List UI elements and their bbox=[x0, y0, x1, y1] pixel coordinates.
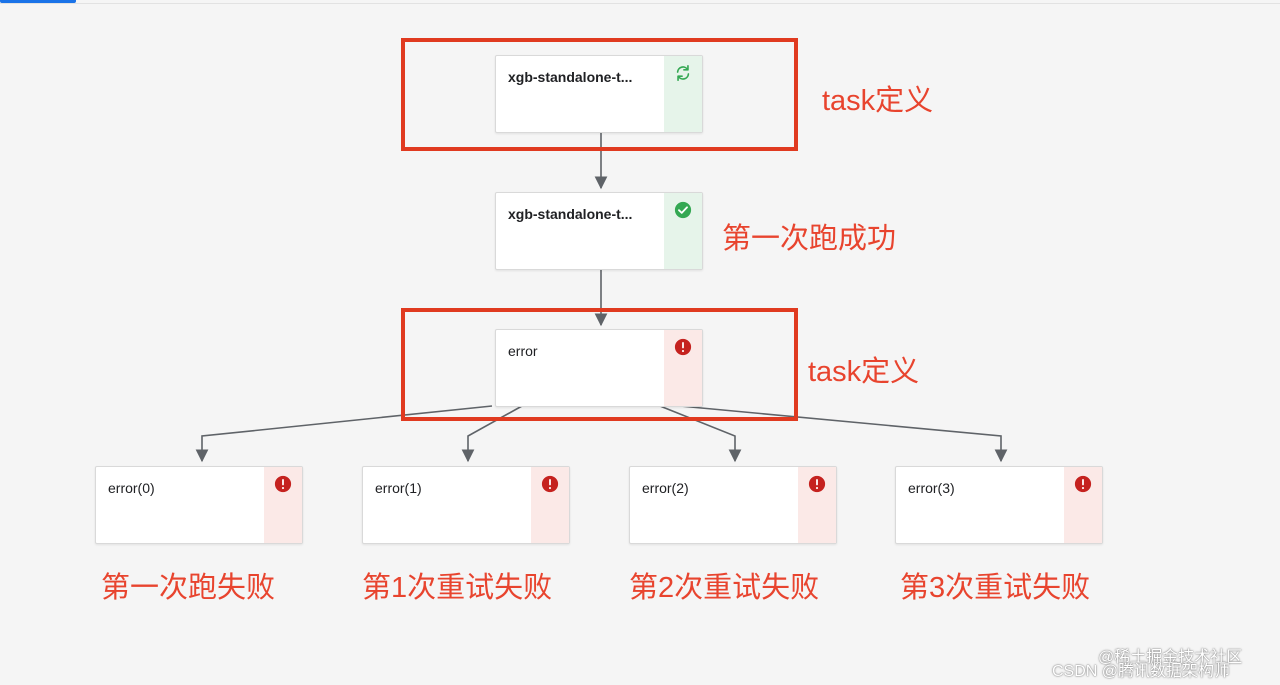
status-strip bbox=[1064, 467, 1102, 543]
watermark-csdn: CSDN @腾讯数据架构师 bbox=[1052, 663, 1231, 680]
active-tab-indicator[interactable] bbox=[0, 0, 76, 3]
annotation-fail-3: 第3次重试失败 bbox=[900, 572, 1091, 604]
edge-error-to-error3 bbox=[679, 405, 1008, 463]
node-label: error(1) bbox=[375, 480, 422, 496]
node-first-run[interactable]: xgb-standalone-t... bbox=[495, 192, 703, 270]
status-strip bbox=[664, 193, 702, 269]
status-strip bbox=[531, 467, 569, 543]
edge-error-to-error2 bbox=[659, 405, 742, 463]
error-circle-icon bbox=[674, 338, 692, 356]
node-error-1[interactable]: error(1) bbox=[362, 466, 570, 544]
status-strip bbox=[664, 330, 702, 406]
edge-error-to-error1 bbox=[461, 405, 523, 463]
node-error[interactable]: error bbox=[495, 329, 703, 407]
node-label: error(0) bbox=[108, 480, 155, 496]
node-error-2[interactable]: error(2) bbox=[629, 466, 837, 544]
error-circle-icon bbox=[541, 475, 559, 493]
annotation-fail-1: 第1次重试失败 bbox=[362, 572, 553, 604]
annotation-task-definition-mid: task定义 bbox=[808, 356, 920, 388]
watermark-juejin: @稀土掘金技术社区 bbox=[1098, 649, 1243, 666]
node-error-3[interactable]: error(3) bbox=[895, 466, 1103, 544]
error-circle-icon bbox=[808, 475, 826, 493]
node-label: xgb-standalone-t... bbox=[508, 206, 633, 222]
annotation-first-success: 第一次跑成功 bbox=[722, 223, 897, 255]
node-label: error(2) bbox=[642, 480, 689, 496]
error-circle-icon bbox=[1074, 475, 1092, 493]
annotation-fail-2: 第2次重试失败 bbox=[629, 572, 820, 604]
highlight-box-error bbox=[401, 308, 798, 421]
edge-error-to-error0 bbox=[195, 405, 493, 463]
status-strip bbox=[798, 467, 836, 543]
error-circle-icon bbox=[274, 475, 292, 493]
refresh-icon bbox=[676, 64, 690, 82]
highlight-box-task-definition bbox=[401, 38, 798, 151]
node-error-0[interactable]: error(0) bbox=[95, 466, 303, 544]
node-task-definition[interactable]: xgb-standalone-t... bbox=[495, 55, 703, 133]
annotation-task-definition-top: task定义 bbox=[822, 85, 934, 117]
status-strip bbox=[664, 56, 702, 132]
check-circle-icon bbox=[674, 201, 692, 219]
top-divider bbox=[0, 3, 1280, 4]
node-label: error(3) bbox=[908, 480, 955, 496]
annotation-fail-0: 第一次跑失败 bbox=[101, 572, 276, 604]
status-strip bbox=[264, 467, 302, 543]
